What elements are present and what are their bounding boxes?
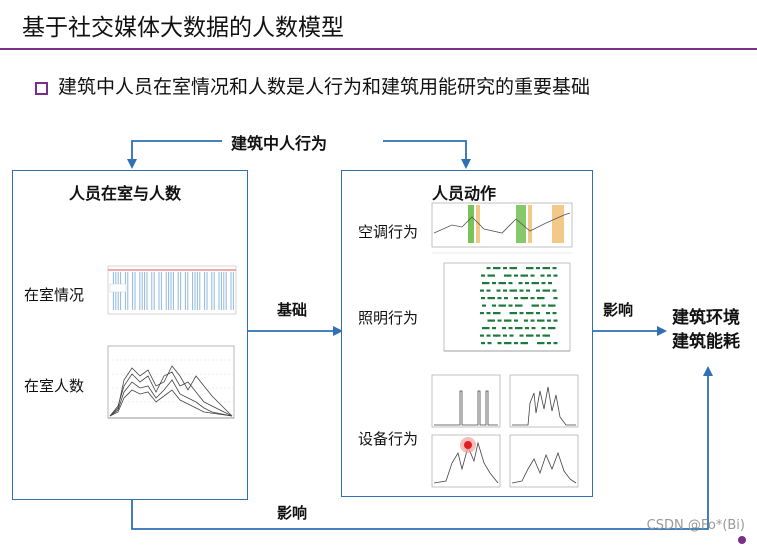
ac-behavior-label: 空调行为 <box>358 223 419 241</box>
result-building-environment: 建筑环境 <box>672 308 740 328</box>
ac-behavior-chart <box>431 202 573 254</box>
result-building-energy: 建筑能耗 <box>672 332 740 352</box>
watermark: CSDN @Fo*(Bi) <box>646 518 745 533</box>
page-title: 基于社交媒体大数据的人数模型 <box>22 15 344 41</box>
logo-icon <box>738 536 746 544</box>
bottom-influence-label: 影响 <box>277 504 308 522</box>
equipment-behavior-charts <box>431 374 579 488</box>
occupant-count-chart <box>107 345 235 419</box>
lighting-behavior-label: 照明行为 <box>358 309 419 327</box>
basis-label: 基础 <box>277 301 308 319</box>
occupancy-status-label: 在室情况 <box>24 286 85 304</box>
influence-label: 影响 <box>603 301 634 319</box>
top-label: 建筑中人行为 <box>231 134 328 153</box>
occupancy-box <box>12 170 248 500</box>
occupancy-status-chart <box>107 265 237 315</box>
occupant-count-label: 在室人数 <box>24 377 85 395</box>
lighting-behavior-chart <box>443 262 571 352</box>
title-divider <box>0 48 757 50</box>
square-bullet-icon <box>35 82 48 95</box>
occupancy-box-title: 人员在室与人数 <box>69 184 182 203</box>
occupant-action-box-title: 人员动作 <box>432 184 497 203</box>
equipment-behavior-label: 设备行为 <box>358 430 419 448</box>
bullet-text: 建筑中人员在室情况和人数是人行为和建筑用能研究的重要基础 <box>58 76 591 98</box>
